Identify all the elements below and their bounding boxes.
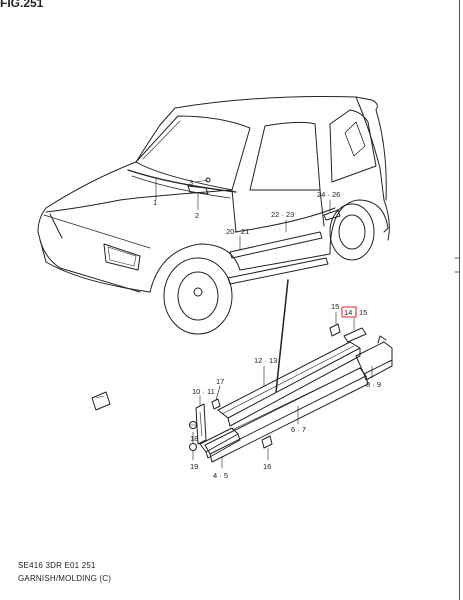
- callout-c1213: 12 · 13: [254, 356, 277, 365]
- callout-c1: 1: [153, 198, 157, 207]
- callout-c16: 16: [263, 462, 271, 471]
- screw-part-18: [189, 421, 197, 429]
- callout-c2021: 20 · 21: [226, 227, 249, 236]
- callout-c15a: 15: [331, 302, 339, 311]
- screw-part-17: [211, 398, 221, 410]
- vehicle-illustration: [37, 95, 390, 335]
- clip-part-16: [261, 435, 273, 449]
- page-edge-border: [459, 0, 463, 600]
- callout-c2426: 24 · 26: [317, 190, 340, 199]
- leader-lines: [155, 177, 373, 469]
- callout-c1011: 10 · 11: [192, 387, 215, 396]
- callout-c89: 8 · 9: [366, 380, 381, 389]
- molding-strip-lower: [204, 367, 369, 463]
- screw-part-15: [329, 323, 341, 337]
- pad-part: [343, 327, 367, 343]
- front-clip-part: [199, 427, 241, 459]
- callout-c19: 19: [190, 462, 198, 471]
- diagram-name-caption: GARNISH/MOLDING (C): [18, 574, 112, 583]
- bracket-part: [195, 403, 207, 445]
- molding-strip-upper: [217, 341, 361, 427]
- loose-clip-part: [91, 391, 111, 411]
- callout-c17: 17: [216, 377, 224, 386]
- screw-part-19: [189, 443, 197, 451]
- highlight-box: [341, 306, 357, 318]
- callout-c2223: 22 · 23: [271, 210, 294, 219]
- end-cap-part: [355, 335, 393, 381]
- callout-c2: 2: [195, 211, 199, 220]
- callout-c1415: 14 · 15: [344, 308, 367, 317]
- callout-c18: 18: [190, 434, 198, 443]
- callout-c67: 6 · 7: [291, 425, 306, 434]
- diagram-code-caption: SE416 3DR E01 251: [18, 561, 96, 570]
- callout-c3: 3: [189, 178, 193, 187]
- figure-title: FIG.251: [0, 0, 44, 10]
- callout-c45: 4 · 5: [213, 471, 228, 480]
